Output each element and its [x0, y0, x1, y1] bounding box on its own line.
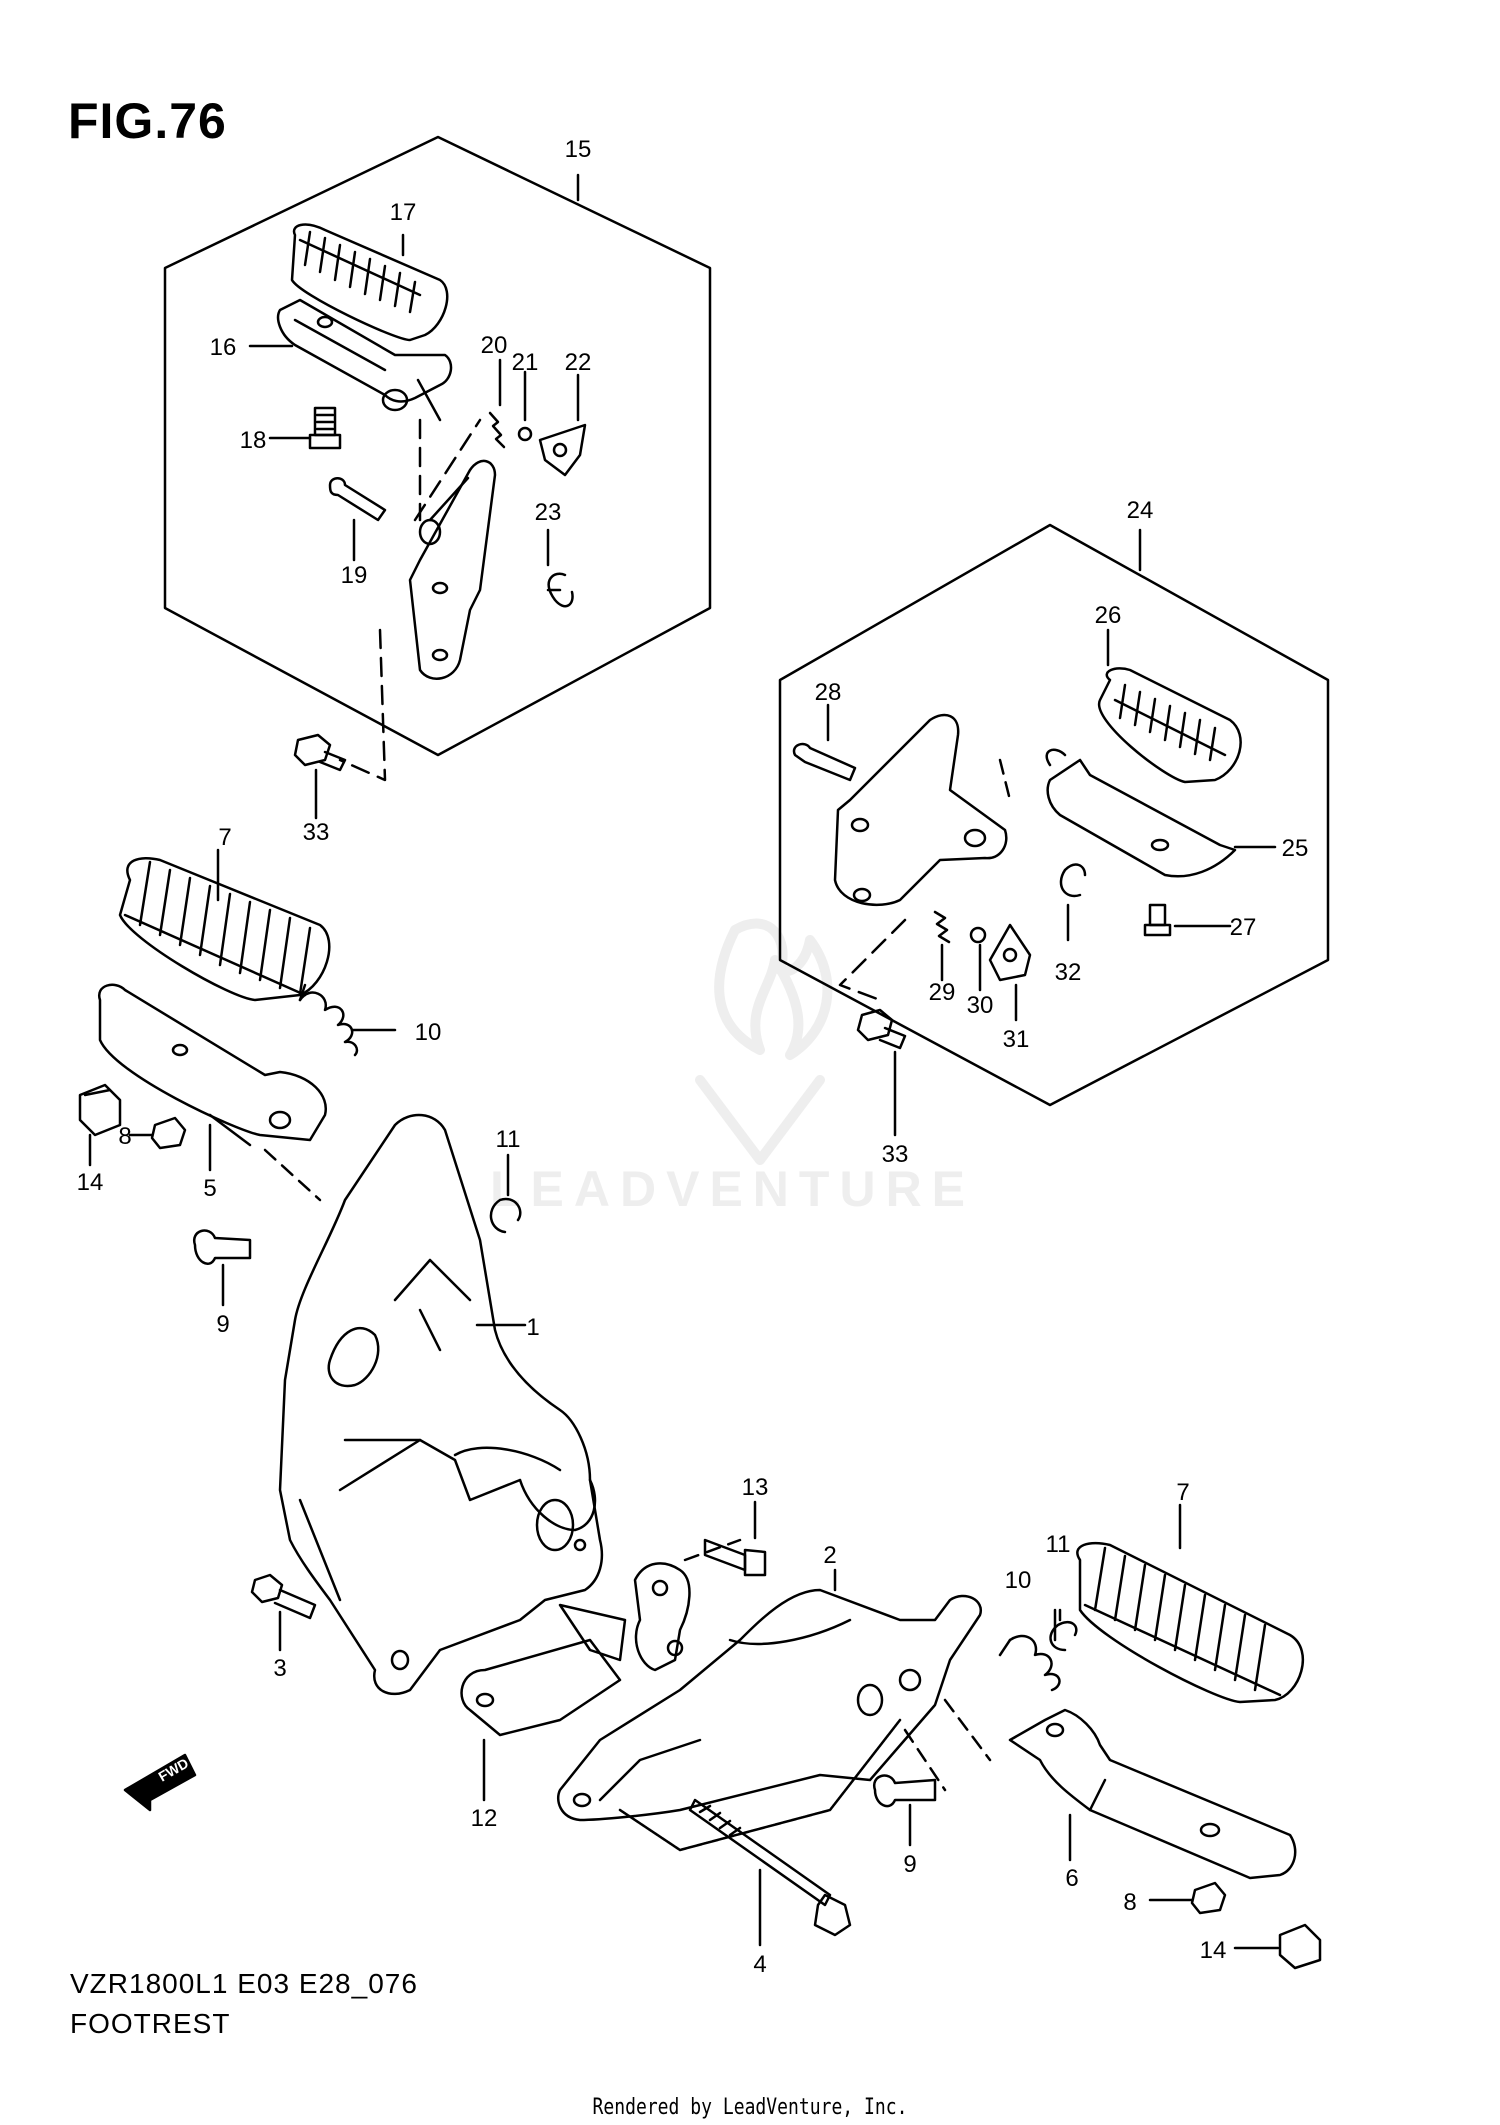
callout-8-right: 8 — [1123, 1889, 1136, 1916]
part-20-spring — [488, 411, 506, 449]
part-2-right-bracket — [556, 1588, 982, 1822]
callout-32: 32 — [1055, 959, 1082, 986]
callout-7: 7 — [218, 824, 231, 851]
callout-10: 10 — [415, 1019, 442, 1046]
assembly-hexagon-24 — [778, 523, 1330, 1107]
callout-12: 12 — [471, 1805, 498, 1832]
part-15-bracket — [408, 459, 497, 680]
figure-title: FIG.76 — [68, 93, 227, 149]
part-8-nut-right — [1190, 1881, 1227, 1915]
part-23-eclip — [546, 572, 574, 608]
callout-25: 25 — [1282, 835, 1309, 862]
callout-22: 22 — [565, 349, 592, 376]
callout-27: 27 — [1230, 914, 1257, 941]
callout-7-right: 7 — [1176, 1479, 1189, 1506]
callout-16: 16 — [210, 334, 237, 361]
part-8-nut-left — [150, 1116, 187, 1150]
callout-20: 20 — [481, 332, 508, 359]
callout-31: 31 — [1003, 1026, 1030, 1053]
callout-11-right: 11 — [1046, 1531, 1071, 1558]
callout-15: 15 — [565, 136, 592, 163]
part-25-footpeg — [1045, 748, 1237, 878]
callout-3: 3 — [273, 1655, 286, 1682]
callout-1: 1 — [526, 1314, 539, 1341]
part-12-arm — [633, 1562, 691, 1672]
callout-28: 28 — [815, 679, 842, 706]
part-33-bolt-2 — [856, 1008, 907, 1050]
part-4-long-bolt — [688, 1798, 852, 1937]
part-1-frame-bracket — [278, 1113, 604, 1696]
watermark-text: LEADVENTURE — [490, 1161, 976, 1217]
part-11-eclip-left — [489, 1197, 522, 1234]
callout-26: 26 — [1095, 602, 1122, 629]
callout-8: 8 — [118, 1123, 131, 1150]
callout-4: 4 — [753, 1951, 766, 1978]
part-7-rubber-left — [118, 856, 331, 1002]
part-24-bracket — [833, 713, 1008, 907]
callout-21: 21 — [512, 349, 539, 376]
callout-6: 6 — [1065, 1865, 1078, 1892]
part-13-bolt — [703, 1538, 767, 1577]
callout-23: 23 — [535, 499, 562, 526]
part-14-plug-left — [78, 1083, 122, 1137]
callout-9: 9 — [216, 1311, 229, 1338]
part-30-ball — [969, 926, 987, 944]
part-26-rubber — [1097, 667, 1242, 784]
callout-30: 30 — [967, 992, 994, 1019]
callout-18: 18 — [240, 427, 267, 454]
part-19-pin — [328, 477, 387, 522]
callout-29: 29 — [929, 979, 956, 1006]
callout-11: 11 — [496, 1126, 521, 1153]
part-14-plug-right — [1278, 1923, 1322, 1970]
callout-10-right: 10 — [1005, 1567, 1032, 1594]
callout-24: 24 — [1127, 497, 1154, 524]
callout-14: 14 — [77, 1169, 104, 1196]
footer-credit: Rendered by LeadVenture, Inc. — [592, 2095, 908, 2120]
callout-13: 13 — [742, 1474, 769, 1501]
fwd-arrow-icon — [123, 1753, 197, 1812]
part-6-footpeg-right — [1008, 1708, 1297, 1880]
callout-2: 2 — [823, 1542, 836, 1569]
part-21-ball — [517, 426, 533, 442]
callout-5: 5 — [203, 1175, 216, 1202]
section-name: FOOTREST — [70, 2008, 231, 2039]
part-18-bolt — [308, 406, 342, 450]
part-5-footpeg-left — [97, 983, 328, 1147]
part-16-footpeg — [276, 298, 453, 422]
assembly-hexagon-15 — [163, 135, 712, 757]
callout-33-right: 33 — [882, 1141, 909, 1168]
part-29-spring — [933, 910, 951, 944]
part-11-eclip-right — [1049, 1620, 1078, 1652]
part-3-bolt — [250, 1573, 317, 1620]
callout-17: 17 — [390, 199, 417, 226]
part-33-bolt — [293, 733, 347, 772]
part-12-plate — [460, 1603, 627, 1737]
part-28-pin — [792, 742, 857, 782]
part-32-eclip — [1059, 863, 1087, 898]
model-code: VZR1800L1 E03 E28_076 — [70, 1968, 418, 1999]
watermark-logo — [695, 918, 833, 1165]
callout-14-right: 14 — [1200, 1937, 1227, 1964]
part-9-pin-right — [872, 1774, 937, 1808]
part-10-spring-right — [998, 1634, 1061, 1692]
part-22-plate — [538, 423, 587, 477]
part-10-spring-left — [298, 983, 359, 1057]
part-7-rubber-right — [1076, 1541, 1305, 1704]
part-27-bolt — [1143, 903, 1172, 937]
callout-9-right: 9 — [903, 1851, 916, 1878]
part-17-rubber — [290, 223, 449, 342]
callout-33: 33 — [303, 819, 330, 846]
callout-19: 19 — [341, 562, 368, 589]
part-9-pin-left — [192, 1229, 252, 1265]
part-31-plate — [988, 923, 1032, 982]
